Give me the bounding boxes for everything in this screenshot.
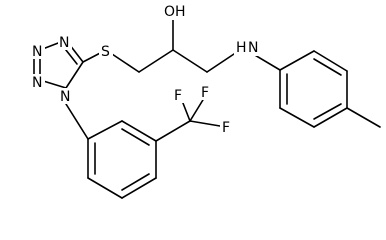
bond-tol-inner-2: [313, 103, 342, 120]
sulfur-label: S: [101, 44, 110, 60]
bond-n1-aryl: [65, 103, 89, 140]
atom-layer: OH S N H N N N N F F F: [31, 2, 264, 136]
bond-ar-inner-2: [121, 173, 150, 191]
structure-diagram: OH S N H N N N N F F F: [31, 2, 381, 199]
amine-h-label: H: [236, 40, 247, 56]
amine-n-label: N: [248, 40, 258, 56]
bond-ar-b: [121, 120, 157, 142]
hydroxyl-label: OH: [164, 4, 186, 20]
bond-tol-inner-1: [313, 58, 342, 76]
tetrazole-n3-label: N: [32, 44, 42, 60]
bond-tol-methyl: [346, 107, 381, 128]
tetrazole-n4-label: N: [59, 35, 69, 51]
bond-cf3-f-right: [189, 120, 221, 127]
molecule-svg: OH S N H N N N N F F F: [31, 2, 381, 199]
bond-tol-b: [313, 50, 348, 72]
bond-ar-d: [121, 177, 157, 199]
bond-choh-ch2: [172, 49, 208, 73]
bond-ar-a: [87, 120, 123, 140]
bond-n1-c5: [65, 61, 84, 89]
fluorine-top-label: F: [201, 85, 209, 101]
bond-tol-d: [313, 107, 348, 128]
tetrazole-n1-label: N: [60, 89, 70, 105]
bond-tol-a: [279, 50, 315, 71]
bond-ch2-choh: [138, 49, 174, 73]
bond-tol-e: [279, 107, 315, 128]
fluorine-right-label: F: [222, 120, 230, 136]
bond-ar-inner-1: [121, 128, 150, 146]
bond-ar-cf3: [155, 120, 191, 142]
tetrazole-n2-label: N: [32, 75, 42, 91]
bond-ar-e: [87, 177, 123, 199]
bond-layer: [33, 17, 381, 199]
fluorine-mid-label: F: [174, 88, 182, 104]
